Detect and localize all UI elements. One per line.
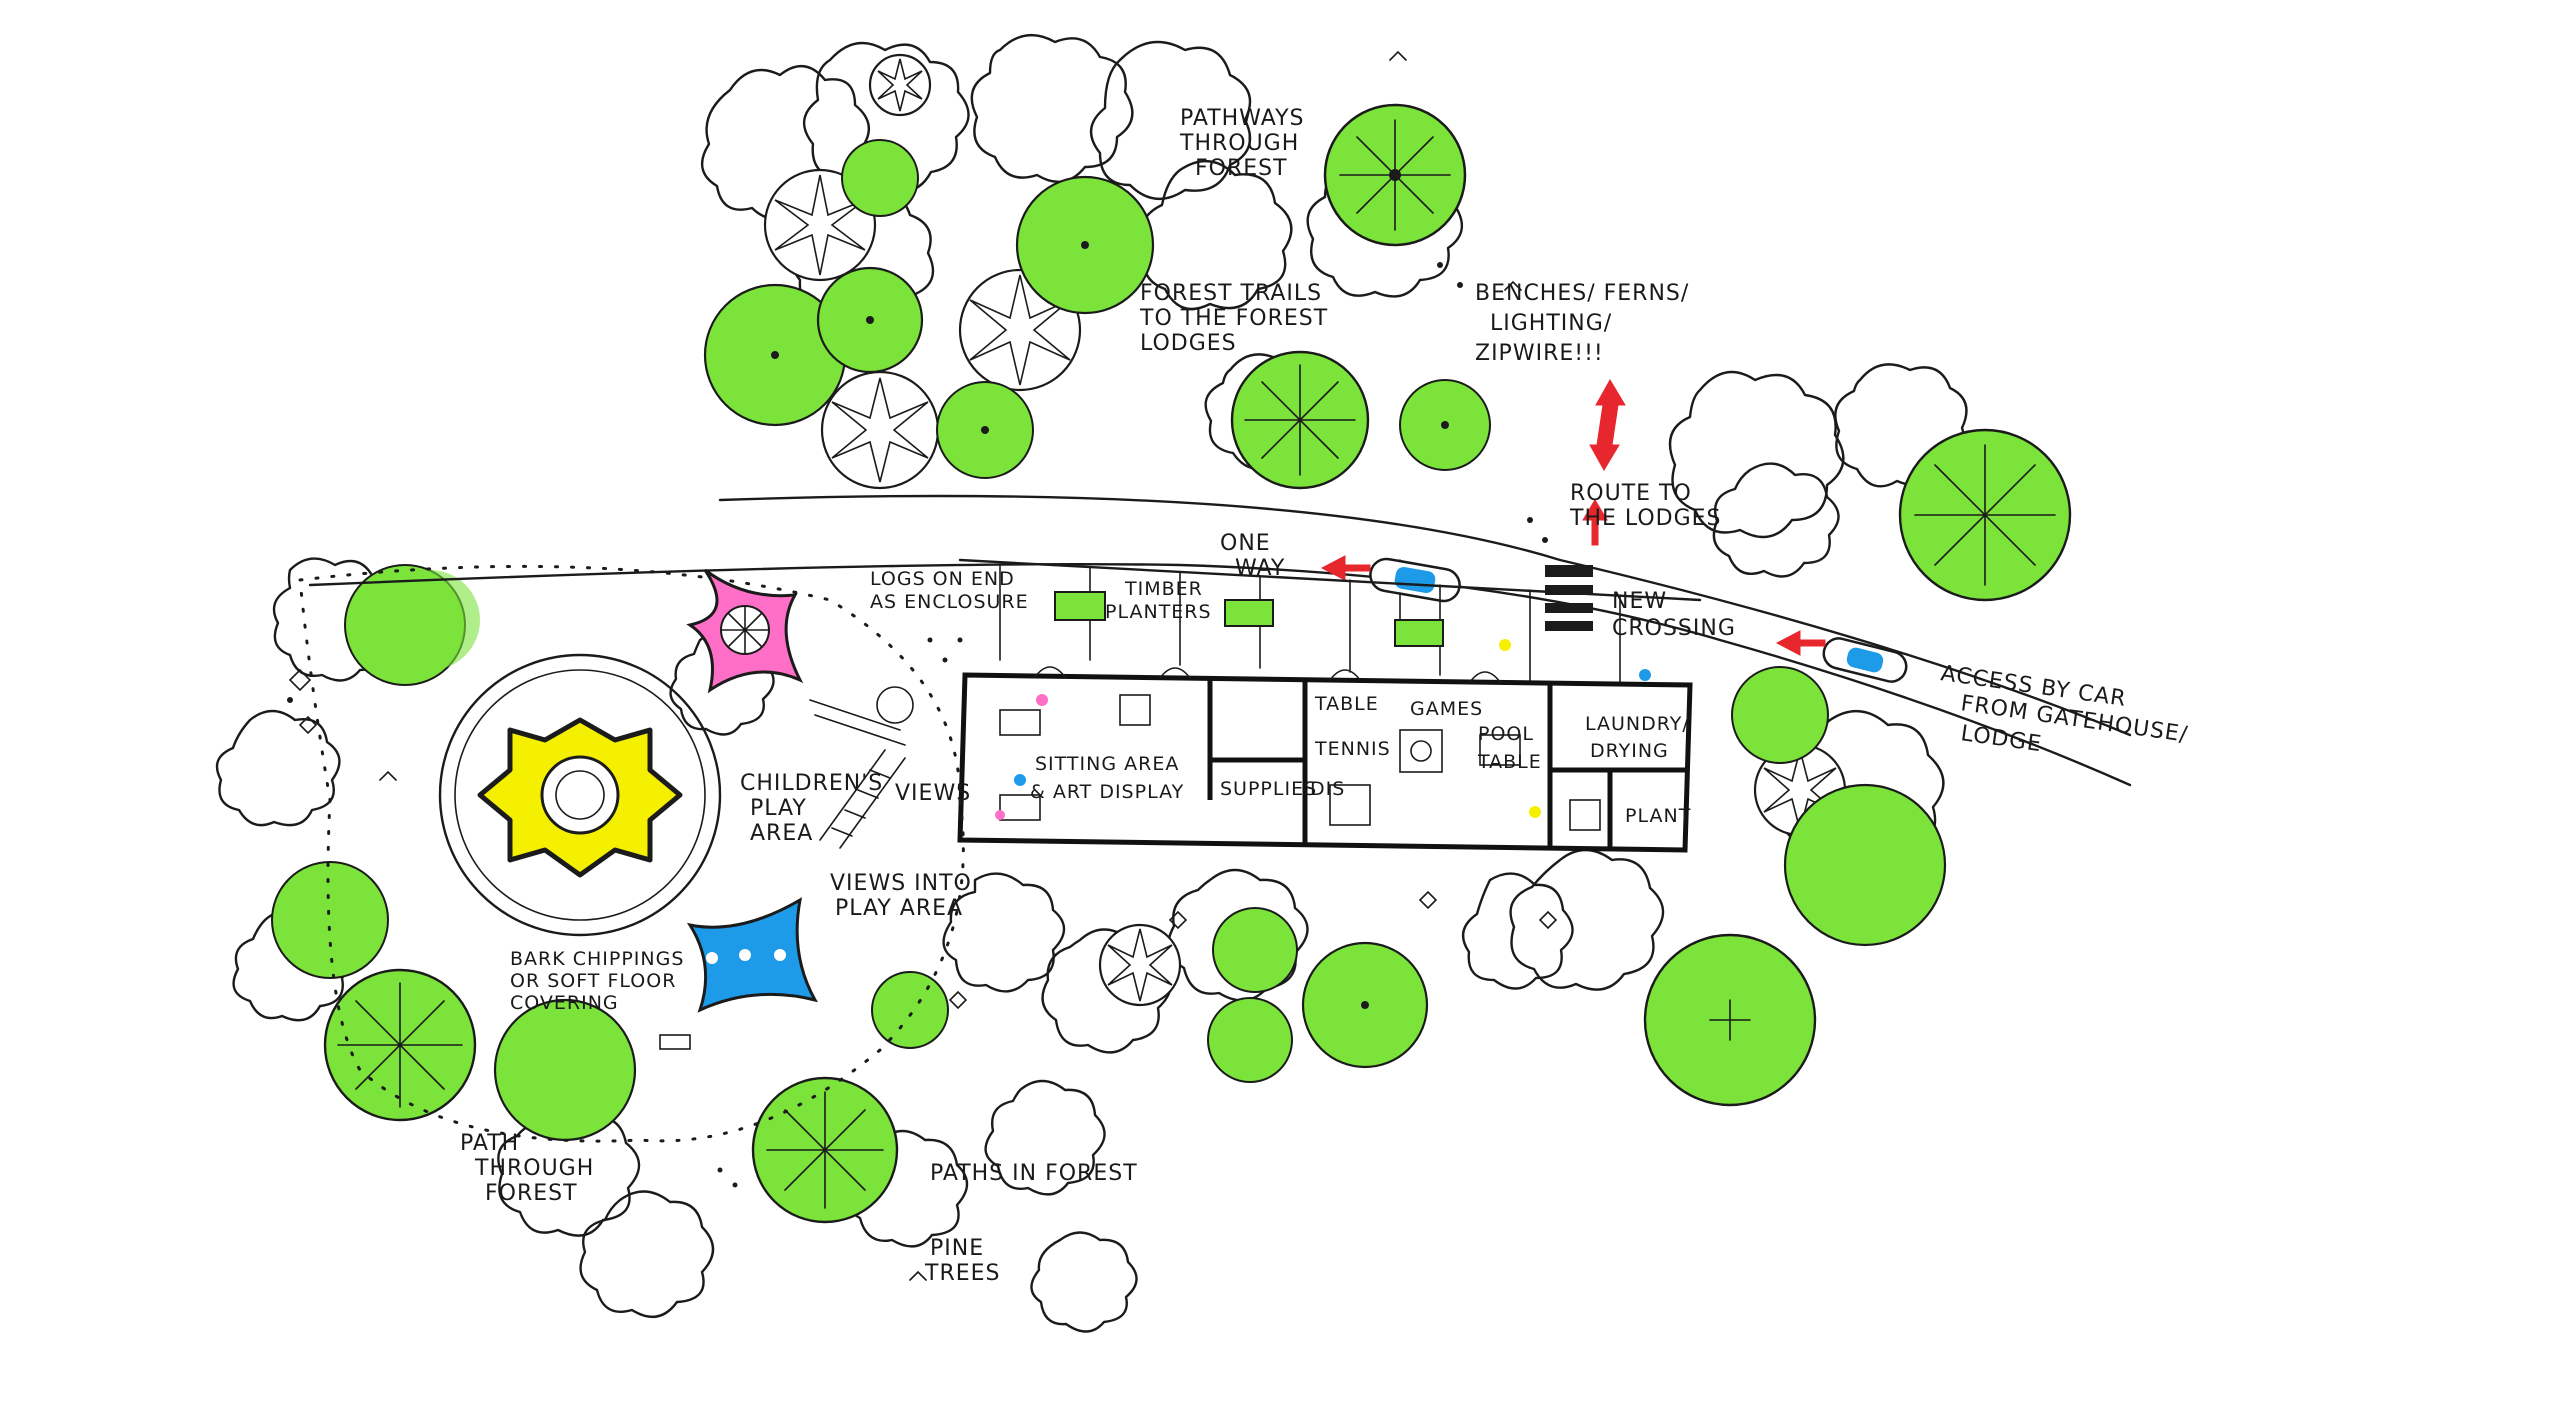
crossing-stripes (1545, 565, 1593, 631)
room-dis: DIS (1310, 778, 1345, 800)
ground-detail (287, 50, 1558, 1281)
room-table: TABLE (1314, 693, 1379, 715)
label-benches-2: LIGHTING/ (1490, 311, 1612, 336)
label-childrens-3: AREA (750, 821, 813, 846)
room-labels: SITTING AREA & ART DISPLAY SUPPLIES DIS … (1030, 693, 1691, 827)
label-route-2: THE LODGES (1569, 506, 1722, 531)
label-pathways-1: PATHWAYS (1180, 106, 1304, 131)
label-bark-2: OR SOFT FLOOR (510, 970, 676, 992)
label-forest-trails-3: LODGES (1140, 331, 1237, 356)
label-paths-in-forest: PATHS IN FOREST (930, 1161, 1138, 1186)
room-pool: POOL (1478, 723, 1534, 745)
room-laundry: LAUNDRY/ (1585, 713, 1690, 735)
label-childrens-1: CHILDREN'S (740, 771, 883, 796)
label-path-forest-3: FOREST (485, 1181, 578, 1206)
room-sitting: SITTING AREA (1035, 753, 1179, 775)
label-one-way-1: ONE (1220, 531, 1271, 556)
blue-canopy (686, 897, 818, 1013)
label-logs-2: AS ENCLOSURE (870, 591, 1029, 613)
label-benches-3: ZIPWIRE!!! (1475, 341, 1604, 366)
label-pathways-2: THROUGH (1179, 131, 1299, 156)
car-icon (1822, 637, 1908, 683)
green-trees (271, 103, 2072, 1224)
label-views-into-2: PLAY AREA (835, 896, 963, 921)
label-one-way-2: WAY (1235, 556, 1285, 581)
room-games: GAMES (1410, 698, 1483, 720)
room-drying: DRYING (1590, 740, 1669, 762)
label-new-crossing-2: CROSSING (1612, 616, 1736, 641)
arrow-left-icon (1320, 555, 1371, 581)
label-logs-1: LOGS ON END (870, 568, 1015, 590)
label-bark-3: COVERING (510, 992, 619, 1014)
double-arrow-icon (1589, 379, 1626, 471)
label-bark-1: BARK CHIPPINGS (510, 948, 684, 970)
label-path-forest-1: PATH (460, 1131, 519, 1156)
label-forest-trails-1: FOREST TRAILS (1140, 281, 1322, 306)
room-plant: PLANT (1625, 805, 1691, 827)
climbing-frame (809, 686, 914, 849)
label-pine-1: PINE (930, 1236, 984, 1261)
label-timber-2: PLANTERS (1105, 601, 1212, 623)
arrow-up-icon (1582, 499, 1608, 546)
red-arrows (1320, 379, 1826, 656)
car-icon (1369, 557, 1461, 603)
room-tennis: TENNIS (1314, 738, 1391, 760)
label-forest-trails-2: TO THE FOREST (1139, 306, 1328, 331)
label-views-into-1: VIEWS INTO (830, 871, 972, 896)
play-area (298, 564, 965, 1143)
label-pathways-3: FOREST (1195, 156, 1288, 181)
room-table2: TABLE (1477, 751, 1542, 773)
room-art: & ART DISPLAY (1030, 781, 1184, 803)
label-new-crossing-1: NEW (1612, 589, 1667, 614)
label-childrens-2: PLAY (750, 796, 807, 821)
label-timber-1: TIMBER (1124, 578, 1203, 600)
label-route-1: ROUTE TO (1570, 481, 1692, 506)
label-views: VIEWS (895, 781, 971, 806)
building-plan (957, 558, 1702, 853)
arrow-left-icon (1775, 630, 1826, 656)
label-access-3: LODGE (1959, 721, 2043, 757)
label-benches-1: BENCHES/ FERNS/ (1475, 281, 1689, 306)
label-path-forest-2: THROUGH (474, 1156, 594, 1181)
label-pine-2: TREES (924, 1261, 1001, 1286)
room-supplies: SUPPLIES (1220, 778, 1317, 800)
